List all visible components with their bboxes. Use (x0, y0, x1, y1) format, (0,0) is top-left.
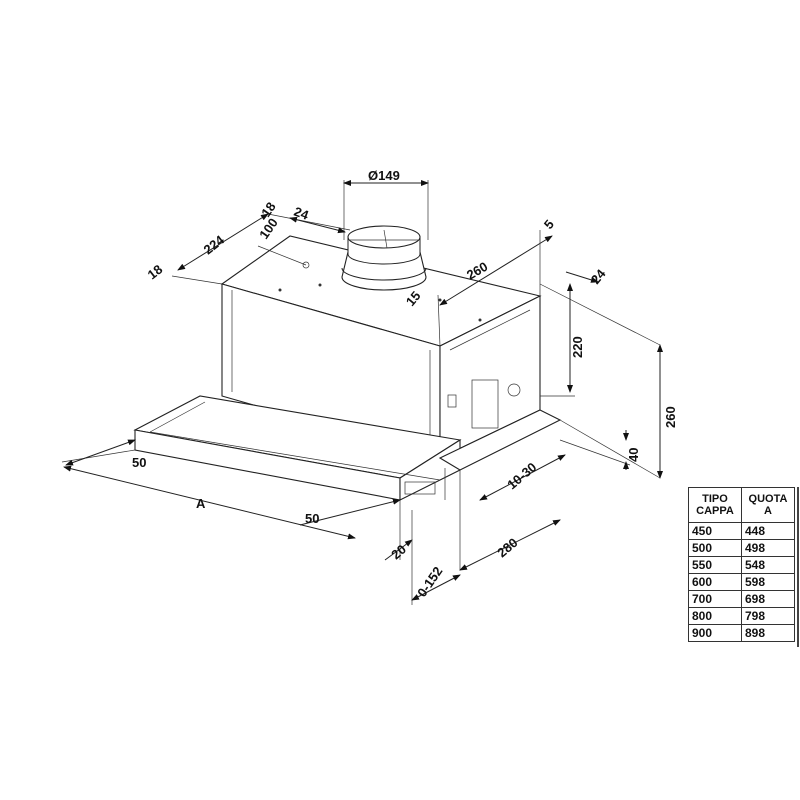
cell-tipo: 700 (688, 590, 742, 608)
dim-10-30: 10-30 (504, 459, 539, 492)
dim-A: A (196, 496, 206, 511)
dim-18-top: 18 (258, 199, 279, 219)
cell-quota: 448 (741, 522, 795, 540)
cell-quota: 698 (741, 590, 795, 608)
cell-quota: 498 (741, 539, 795, 557)
dim-5: 5 (541, 217, 557, 232)
dim-260-height: 260 (663, 406, 678, 428)
cell-tipo: 800 (688, 607, 742, 625)
cell-quota: 798 (741, 607, 795, 625)
dim-18-left: 18 (145, 262, 166, 283)
table-header-row: TIPO CAPPA QUOTA A (688, 487, 795, 523)
cell-tipo: 500 (688, 539, 742, 557)
dimension-lines (61, 180, 663, 605)
cell-tipo: 450 (688, 522, 742, 540)
cell-tipo: 550 (688, 556, 742, 574)
cell-tipo: 900 (688, 624, 742, 642)
header-quota-a: QUOTA A (741, 487, 795, 523)
dim-220: 220 (570, 336, 585, 358)
dim-0-152: 0-152 (414, 564, 445, 600)
dim-50-left: 50 (132, 455, 146, 470)
dim-50-front: 50 (305, 511, 319, 526)
cell-quota: 598 (741, 573, 795, 591)
duct-spigot (341, 225, 427, 291)
table-frame-edge (797, 487, 799, 647)
cell-quota: 898 (741, 624, 795, 642)
dim-24-top: 24 (292, 204, 311, 223)
dim-24-right: 24 (588, 266, 609, 287)
cell-quota: 548 (741, 556, 795, 574)
dim-40: 40 (626, 448, 641, 462)
dim-duct-diameter: Ø149 (368, 168, 400, 183)
cell-tipo: 600 (688, 573, 742, 591)
dim-280: 280 (494, 535, 520, 560)
header-tipo-cappa: TIPO CAPPA (688, 487, 742, 523)
